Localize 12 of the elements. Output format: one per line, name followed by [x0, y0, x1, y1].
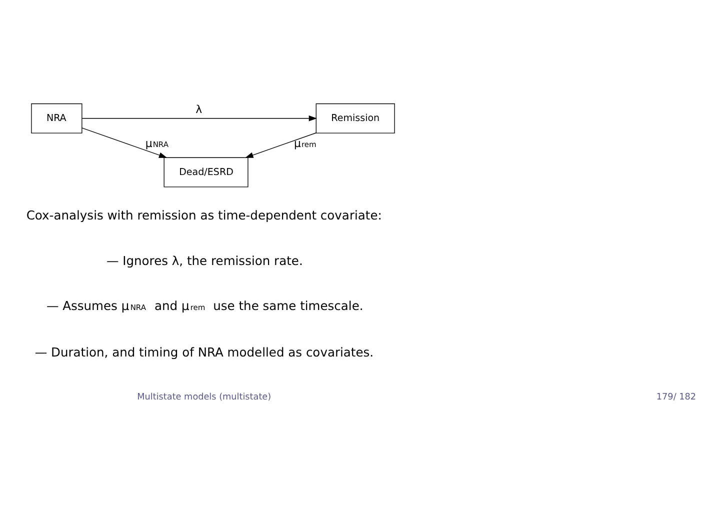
label: — Duration, and timing of NRA modelled as covariates.	[34, 345, 374, 360]
label: — Ignores λ, the remission rate.	[106, 254, 303, 268]
node-box: Dead/ESRD	[164, 157, 248, 188]
edge-label: λ	[196, 102, 202, 116]
label: Multistate models (multistate)	[137, 392, 272, 402]
label: 179/ 182	[656, 392, 696, 402]
node-box: NRA	[31, 103, 82, 134]
arrow	[245, 132, 316, 158]
arrow	[82, 116, 318, 122]
node-box: Remission	[316, 103, 395, 134]
arrow	[82, 128, 168, 158]
label: Cox-analysis with remission as time-dependent covariate:	[26, 208, 382, 222]
